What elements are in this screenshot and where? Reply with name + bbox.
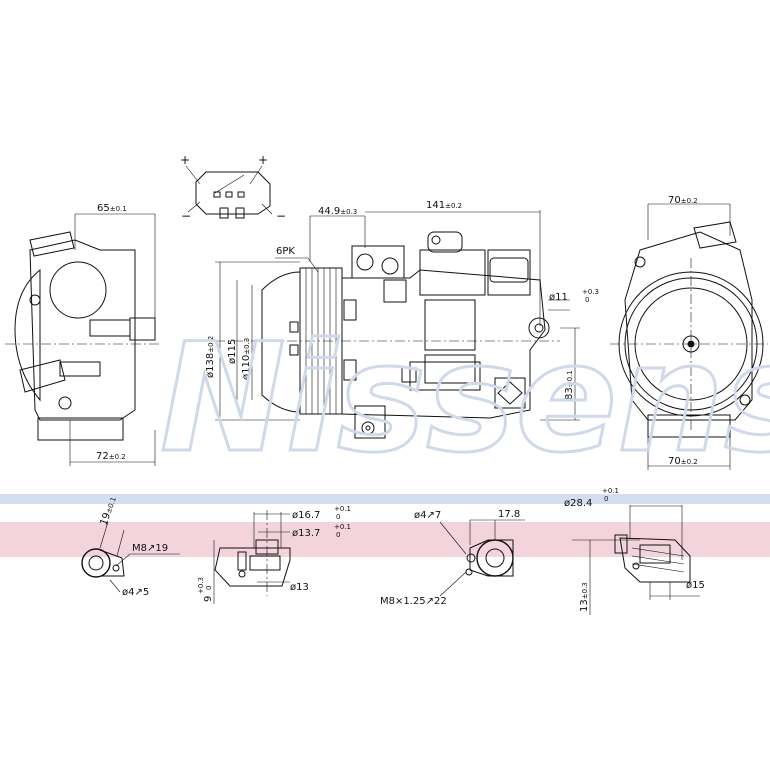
right-front-view: 70±0.2 70±0.2 <box>610 195 768 470</box>
d1-thread-label: M8↗19 <box>132 543 168 554</box>
d3-offset-label: 17.8 <box>498 509 520 520</box>
d2-outer-label: ø16.7 <box>292 510 320 521</box>
dim-138-label: ø138±0.2 <box>205 336 216 378</box>
pink-band <box>0 522 770 557</box>
dim-110-label: ø110±0.3 <box>241 338 252 380</box>
dim-70-bottom-label: 70±0.2 <box>668 456 698 467</box>
d4-depth-label: 13±0.3 <box>579 582 590 612</box>
d4-outer-label: ø28.4 <box>564 498 592 509</box>
d2-depth-label: 9 <box>203 596 214 602</box>
dim-115-label: ø115 <box>227 339 238 364</box>
pin-minus-left: − <box>181 209 191 223</box>
dim-72-label: 72±0.2 <box>96 451 126 462</box>
belt-6pk-label: 6PK <box>276 246 295 257</box>
d2-bore-label: ø13 <box>290 582 309 593</box>
d2-inner-tol-up: +0.1 <box>334 523 351 531</box>
d2-inner-tol-dn: 0 <box>336 531 340 539</box>
d4-outer-tol-dn: 0 <box>604 495 608 503</box>
pin-minus-right: − <box>276 209 286 223</box>
detail-4-port: ø28.4 +0.1 0 ø15 13±0.3 <box>564 487 705 615</box>
detail-2-port: ø16.7 +0.1 0 ø13.7 +0.1 0 ø13 9 +0.3 0 <box>197 505 351 604</box>
d2-inner-label: ø13.7 <box>292 528 320 539</box>
left-end-view: 65±0.1 72±0.2 <box>5 203 160 466</box>
d2-depth-tol-dn: 0 <box>205 586 213 590</box>
dim-70-top-label: 70±0.2 <box>668 195 698 206</box>
dim-11-tol-up: +0.3 <box>582 288 599 296</box>
dim-65-label: 65±0.1 <box>97 203 127 214</box>
dim-11-tol-dn: 0 <box>585 296 589 304</box>
pin-plus-left: + <box>180 153 190 167</box>
pin-plus-right: + <box>258 153 268 167</box>
d3-thread-label: M8×1.25↗22 <box>380 596 447 607</box>
dim-141-label: 141±0.2 <box>426 200 462 211</box>
d2-depth-tol-up: +0.3 <box>197 577 205 594</box>
d1-hole-label: ø4↗5 <box>122 587 149 598</box>
dim-44-9-label: 44.9±0.3 <box>318 206 357 217</box>
dim-11-label: ø11 <box>549 292 568 303</box>
nissens-watermark: Nissens <box>160 312 770 486</box>
electrical-connector-symbol: + + − − <box>180 153 286 223</box>
d2-outer-tol-dn: 0 <box>336 513 340 521</box>
dim-83-label: 83±0.1 <box>564 370 575 400</box>
center-side-view: 44.9±0.3 141±0.2 6PK ø138±0.2 ø115 ø110±… <box>205 200 599 439</box>
d4-bore-label: ø15 <box>686 580 705 591</box>
detail-3-port: ø4↗7 17.8 M8×1.25↗22 <box>380 509 525 607</box>
blue-band <box>0 494 770 504</box>
d2-outer-tol-up: +0.1 <box>334 505 351 513</box>
d3-hole-label: ø4↗7 <box>414 510 441 521</box>
d4-outer-tol-up: +0.1 <box>602 487 619 495</box>
